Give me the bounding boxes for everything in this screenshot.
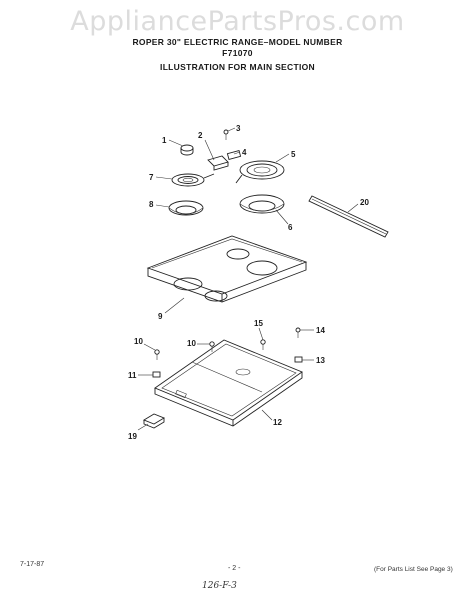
callout-1: 1: [162, 136, 167, 145]
part-4-receptacle: [226, 149, 242, 161]
part-9-cooktop: [146, 235, 308, 303]
diagram-title: ROPER 30" ELECTRIC RANGE–MODEL NUMBER: [132, 37, 343, 47]
diagram-subtitle: ILLUSTRATION FOR MAIN SECTION: [160, 62, 315, 72]
callout-9: 9: [158, 312, 163, 321]
footer-page-number: - 2 -: [228, 565, 241, 572]
part-10-screw-left: [154, 349, 160, 360]
part-6-large-drip-pan: [239, 194, 285, 214]
callout-12: 12: [273, 418, 282, 427]
callout-20: 20: [360, 198, 369, 207]
part-12-chassis: [154, 339, 303, 427]
part-15-screw: [260, 339, 266, 350]
part-14-screw: [295, 327, 301, 338]
watermark-logo: AppliancePartsPros.com: [70, 6, 405, 37]
footer-parts-list-note: (For Parts List See Page 3): [374, 566, 453, 573]
leader-lines: [137, 127, 359, 431]
part-5-large-element: [235, 160, 285, 184]
part-19-bracket: [142, 413, 166, 429]
callout-19: 19: [128, 432, 137, 441]
callout-10-center: 10: [187, 339, 196, 348]
callout-15: 15: [254, 319, 263, 328]
part-8-small-drip-pan: [168, 200, 204, 216]
callout-3: 3: [236, 124, 241, 133]
handwritten-code: 126-F-3: [202, 581, 237, 591]
part-7-small-element: [171, 173, 215, 187]
callout-4: 4: [242, 148, 247, 157]
callout-10-left: 10: [134, 337, 143, 346]
callout-14: 14: [316, 326, 325, 335]
callout-6: 6: [288, 223, 293, 232]
callout-7: 7: [149, 173, 154, 182]
part-20-trim-strip: [308, 195, 389, 238]
callout-13: 13: [316, 356, 325, 365]
callout-8: 8: [149, 200, 154, 209]
part-1-cap: [180, 144, 194, 156]
callout-5: 5: [291, 150, 296, 159]
part-11-clip: [152, 371, 161, 378]
callout-labels: 1 2 3 4 5 6 7 8 20 9 15 14 10 10 13 11 1…: [128, 124, 369, 441]
model-number: F71070: [222, 48, 253, 58]
callout-2: 2: [198, 131, 203, 140]
part-3-screw: [223, 129, 229, 140]
part-2-terminal-block: [207, 155, 229, 171]
part-13-clip: [294, 356, 303, 363]
footer-date: 7-17-87: [20, 561, 45, 568]
callout-11: 11: [128, 371, 137, 380]
